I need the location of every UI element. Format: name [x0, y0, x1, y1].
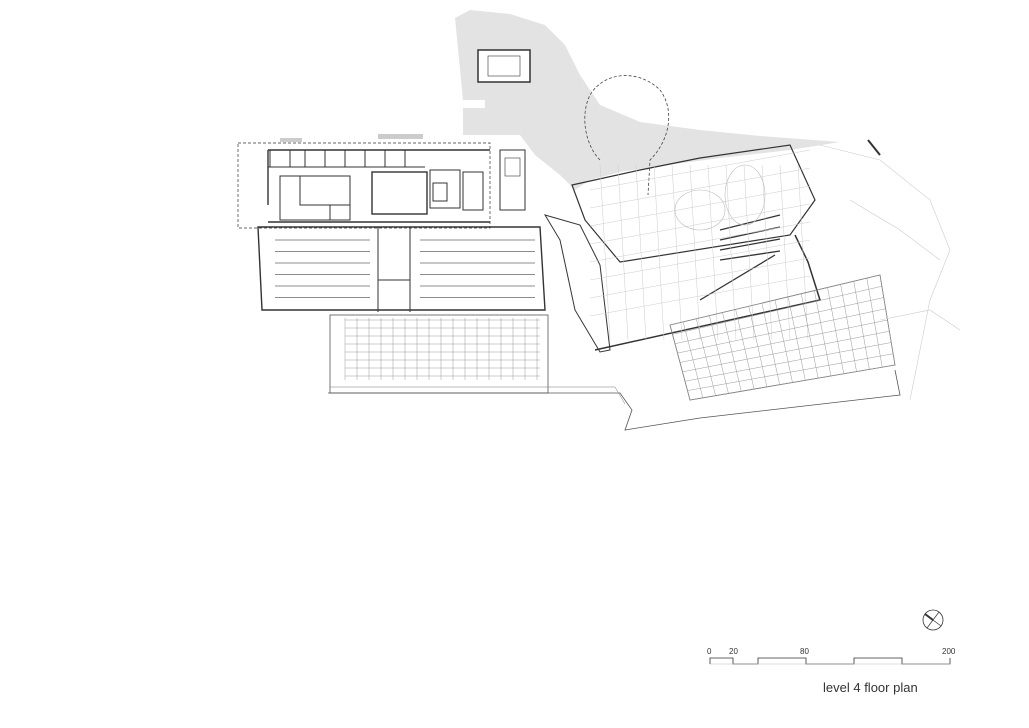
grid-line: [725, 164, 737, 341]
grid-line: [707, 164, 719, 341]
reading-hall: [257, 226, 546, 312]
scale-tick-80: 80: [800, 647, 809, 656]
grid-line: [671, 164, 683, 341]
office-block: [237, 134, 526, 229]
surrounding-context-lines: [819, 139, 961, 401]
grid-line: [677, 308, 886, 354]
grid-line: [589, 203, 811, 245]
grid-line: [761, 164, 773, 341]
ramp-wall: [719, 238, 781, 251]
site-terrain-area: [455, 10, 840, 190]
plaza-grid: [328, 314, 901, 431]
scale-tick-200: 200: [942, 647, 956, 656]
grid-line: [589, 239, 811, 281]
drawing-title: level 4 floor plan: [823, 680, 918, 695]
grid-line: [674, 297, 884, 344]
ramp-wall: [719, 214, 781, 231]
grid-line: [689, 164, 701, 341]
grid-line: [599, 164, 611, 341]
scale-bar: [709, 657, 951, 665]
grid-line: [589, 167, 811, 209]
tower-block: [477, 49, 531, 83]
grid-line: [679, 319, 888, 363]
grid-line: [682, 331, 890, 373]
north-arrow-icon: [922, 609, 944, 631]
ramp-wall: [719, 250, 781, 261]
museum-wing: [543, 144, 821, 353]
grid-line: [687, 353, 894, 391]
grid-line: [672, 286, 882, 335]
grid-line: [589, 221, 811, 263]
scale-tick-20: 20: [729, 647, 738, 656]
grid-line: [743, 164, 755, 341]
grid-line: [779, 164, 791, 341]
grid-line: [589, 149, 811, 191]
grid-line: [689, 364, 896, 401]
ramp-wall: [699, 254, 776, 301]
grid-line: [797, 164, 809, 341]
dashed-circle-outline: [584, 75, 670, 196]
grid-line: [669, 274, 881, 326]
scale-tick-0: 0: [707, 647, 712, 656]
grid-line: [589, 185, 811, 227]
terrace-grid: [669, 274, 896, 401]
grid-line: [653, 164, 665, 341]
grid-line: [684, 342, 892, 382]
grid-line: [589, 275, 811, 317]
grid-line: [589, 257, 811, 299]
grid-line: [617, 164, 629, 341]
